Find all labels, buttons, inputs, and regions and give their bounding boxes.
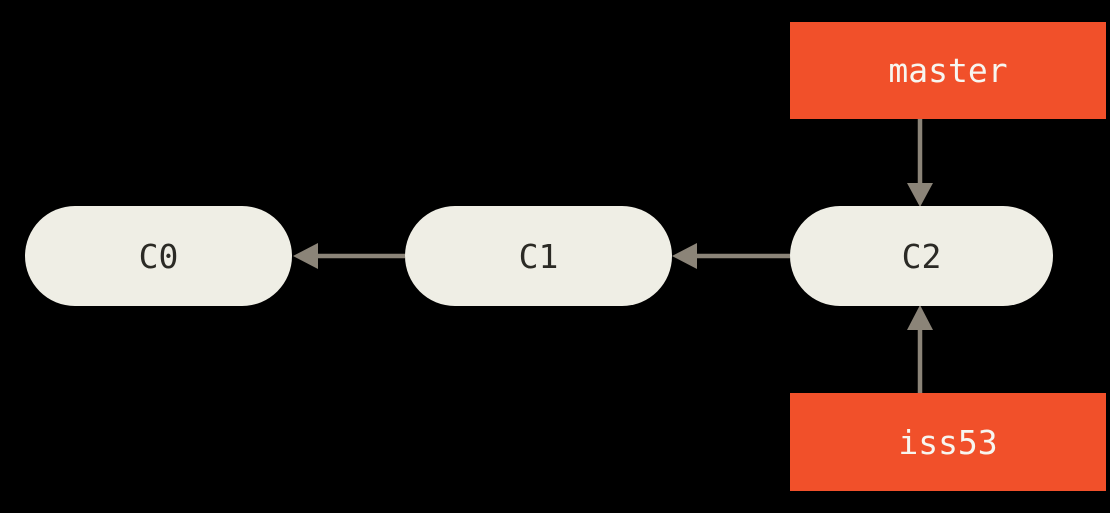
commit-node-c0-label: C0 [138,236,179,276]
arrow-c2-to-c1 [672,243,790,269]
arrow-iss53-to-c2 [907,305,933,393]
commit-node-c1-label: C1 [518,236,559,276]
arrow-master-to-c2-head [907,183,933,207]
arrow-iss53-to-c2-head [907,305,933,330]
commit-node-c2: C2 [790,206,1053,306]
branch-box-iss53: iss53 [790,393,1106,491]
arrow-c1-to-c0 [293,243,405,269]
commit-node-c1: C1 [405,206,672,306]
commit-node-c2-label: C2 [901,236,942,276]
branch-box-iss53-label: iss53 [898,422,998,462]
arrow-master-to-c2 [907,119,933,207]
commit-node-c0: C0 [25,206,292,306]
arrow-c2-to-c1-head [672,243,697,269]
branch-box-master: master [790,22,1106,119]
arrow-c1-to-c0-head [293,243,318,269]
branch-box-master-label: master [888,51,1008,90]
